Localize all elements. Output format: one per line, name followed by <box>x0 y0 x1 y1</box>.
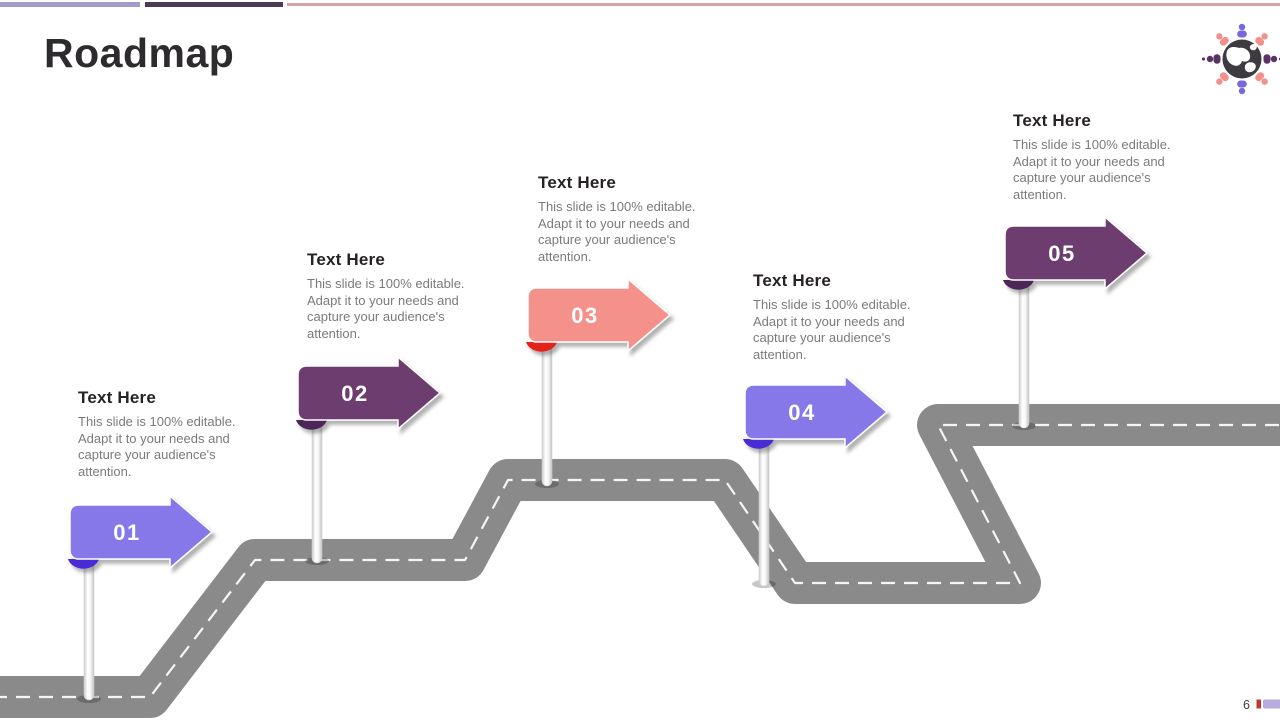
footer-accent-bar <box>1263 699 1280 709</box>
globe-continents <box>1226 44 1257 73</box>
milestone-title: Text Here <box>538 173 617 192</box>
milestone-title: Text Here <box>78 388 157 407</box>
milestone-description: This slide is 100% editable. Adapt it to… <box>753 297 911 362</box>
slide-title: Roadmap <box>44 30 235 76</box>
logo-person-top <box>1237 23 1247 38</box>
milestone-pole-4 <box>758 429 770 587</box>
logo-person-bottom-left <box>1216 72 1229 85</box>
milestone-text-2: Text Here This slide is 100% editable. A… <box>307 250 477 342</box>
sign-arrow <box>69 494 214 570</box>
milestone-text-5: Text Here This slide is 100% editable. A… <box>1013 111 1183 203</box>
milestone-description: This slide is 100% editable. Adapt it to… <box>78 414 236 479</box>
top-bar <box>0 2 1280 7</box>
sign-fold <box>526 342 557 352</box>
milestone-text-3: Text Here This slide is 100% editable. A… <box>538 173 708 265</box>
milestone-title: Text Here <box>307 250 386 269</box>
sign-arrow <box>1004 215 1149 291</box>
road <box>0 404 1280 718</box>
top-bar-segment-3 <box>287 3 1280 6</box>
milestone-number: 05 <box>1048 241 1075 266</box>
milestone-description: This slide is 100% editable. Adapt it to… <box>307 276 465 341</box>
milestone-title: Text Here <box>753 271 832 290</box>
sign-arrow <box>297 355 442 431</box>
milestone-number: 04 <box>788 400 815 425</box>
top-bar-segment-2 <box>145 2 283 7</box>
page-number: 6 <box>1243 698 1250 712</box>
milestone-description: This slide is 100% editable. Adapt it to… <box>1013 137 1171 202</box>
milestone-pole-2 <box>311 410 323 564</box>
milestone-sign-3: 03 <box>526 277 672 353</box>
footer: 6 <box>1243 698 1280 712</box>
road-center-dashes <box>0 423 1280 699</box>
sign-fold <box>68 559 99 569</box>
milestone-sign-1: 01 <box>68 494 214 570</box>
logo-person-bottom <box>1237 80 1247 95</box>
milestone-sign-5: 05 <box>1003 215 1149 291</box>
logo-person-top-left <box>1216 33 1229 46</box>
milestone-sign-4: 04 <box>743 374 889 450</box>
sign-arrow <box>744 374 889 450</box>
milestone-description: This slide is 100% editable. Adapt it to… <box>538 199 696 264</box>
sign-fold <box>296 420 327 430</box>
milestone-title: Text Here <box>1013 111 1092 130</box>
milestone-number: 02 <box>341 381 368 406</box>
logo-person-top-right <box>1255 33 1268 46</box>
milestone-text-4: Text Here This slide is 100% editable. A… <box>753 271 923 363</box>
milestone-number: 01 <box>113 520 140 545</box>
sign-fold <box>1003 280 1034 290</box>
footer-accent-red <box>1256 699 1261 709</box>
logo-person-right <box>1263 54 1280 64</box>
milestone-number: 03 <box>571 303 598 328</box>
milestone-text-1: Text Here This slide is 100% editable. A… <box>78 388 248 480</box>
logo-person-left <box>1201 54 1221 64</box>
milestone-pole-1 <box>83 549 95 701</box>
globe-people-icon <box>1201 23 1280 95</box>
milestone-pole-5 <box>1018 270 1030 429</box>
sign-arrow <box>527 277 672 353</box>
milestone-sign-2: 02 <box>296 355 442 431</box>
milestone-pole-3 <box>541 332 553 487</box>
sign-fold <box>743 439 774 449</box>
logo-person-bottom-right <box>1255 72 1268 85</box>
top-bar-segment-1 <box>0 2 140 7</box>
